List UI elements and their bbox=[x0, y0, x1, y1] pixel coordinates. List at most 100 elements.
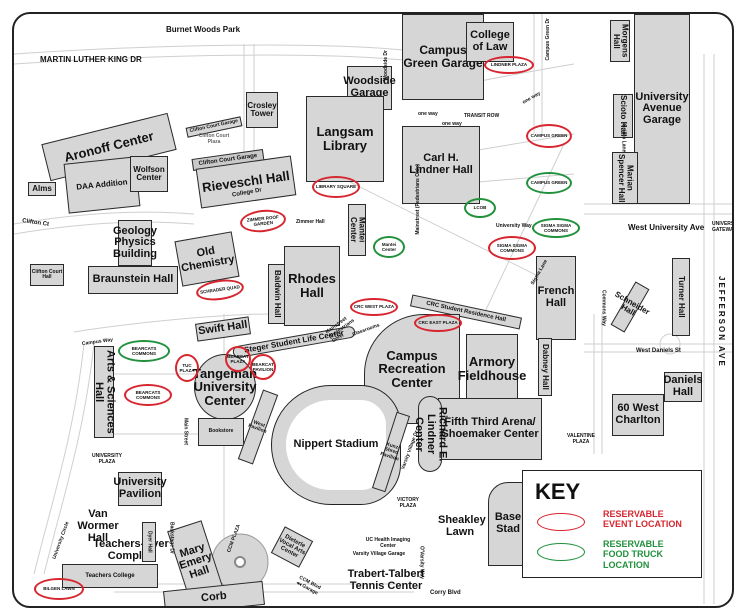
food-truck-location-campus-green[interactable]: CAMPUS GREEN bbox=[526, 172, 572, 194]
building-university-avenue-garage[interactable]: University Avenue Garage bbox=[634, 14, 690, 204]
event-location-lindner-plaza[interactable]: LINDNER PLAZA bbox=[484, 56, 534, 74]
label: Arts & Sciences Hall bbox=[93, 350, 117, 434]
label: BILGEN LAWN bbox=[43, 586, 75, 592]
building-turner-hall[interactable]: Turner Hall bbox=[672, 258, 690, 336]
building-langsam-library[interactable]: Langsam Library bbox=[306, 96, 384, 182]
label-burnet-woods-park: Burnet Woods Park bbox=[166, 25, 241, 34]
event-location-sigma-sigma-commons[interactable]: SIGMA SIGMA COMMONS bbox=[488, 236, 536, 260]
building-rhodes-hall[interactable]: Rhodes Hall bbox=[284, 246, 340, 326]
building-dyer-hall[interactable]: Dyer Hall bbox=[142, 522, 156, 562]
event-location-library-square[interactable]: LIBRARY SQUARE bbox=[312, 176, 360, 198]
food-truck-location-lcob[interactable]: LCOB bbox=[464, 198, 496, 218]
label-teachers-dyer-complex: Teachers-Dyer Complex bbox=[93, 538, 169, 563]
label: West Pavilion bbox=[247, 419, 268, 435]
event-location-crc-east-plaza[interactable]: CRC EAST PLAZA bbox=[414, 314, 462, 332]
label: CAMPUS GREEN bbox=[530, 133, 568, 139]
label: BEARCATS COMMONS bbox=[131, 345, 157, 356]
event-location-bilgen-lawn[interactable]: BILGEN LAWN bbox=[34, 578, 84, 600]
food-truck-location-sigma-sigma-commons[interactable]: SIGMA SIGMA COMMONS bbox=[532, 218, 580, 238]
label: Swift Hall bbox=[197, 318, 249, 338]
building-geology-physics[interactable]: Geology Physics Building bbox=[113, 220, 157, 266]
label: University Pavilion bbox=[113, 476, 167, 500]
building-arts-sciences-hall[interactable]: Arts & Sciences Hall bbox=[93, 346, 117, 438]
label: Mantei Center bbox=[381, 241, 397, 252]
building-marian-spencer-hall[interactable]: Marian Spencer Hall bbox=[612, 152, 638, 204]
building-crosley-tower[interactable]: Crosley Tower bbox=[246, 92, 278, 128]
label-university-gateway: UNIVERSITY GATEWAY bbox=[712, 221, 734, 233]
building-alms[interactable]: Alms bbox=[28, 182, 56, 196]
label: SIGMA SIGMA COMMONS bbox=[540, 222, 572, 233]
label: Turner Hall bbox=[677, 276, 687, 318]
label: Old Chemistry bbox=[180, 245, 236, 275]
event-location-bearcats-commons[interactable]: BEARCATS COMMONS bbox=[124, 384, 172, 406]
label: CRC WEST PLAZA bbox=[353, 304, 395, 310]
food-truck-location-bearcats-commons[interactable]: BEARCATS COMMONS bbox=[118, 340, 170, 362]
building-braunstein-hall[interactable]: Braunstein Hall bbox=[88, 266, 178, 294]
building-baseball-stadium[interactable]: Base Stad bbox=[488, 482, 528, 566]
label: ZIMMER ROOF GARDEN bbox=[246, 213, 279, 227]
food-truck-location-mantei-center[interactable]: Mantei Center bbox=[373, 236, 405, 258]
label: BEARCAT PAVILION bbox=[252, 361, 274, 372]
label: Fifth Third Arena/ Shoemaker Center bbox=[441, 416, 539, 440]
building-richard-lindner-center[interactable]: Richard E. Lindner Center bbox=[413, 396, 448, 472]
building-fifth-third-arena[interactable]: Fifth Third Arena/ Shoemaker Center bbox=[438, 398, 542, 460]
building-university-pavilion[interactable]: University Pavilion bbox=[113, 472, 167, 506]
campus-map[interactable]: Campus Green Garage College of Law Morge… bbox=[12, 12, 734, 608]
label: TUC PLAZA bbox=[179, 362, 195, 373]
building-60-west-charlton[interactable]: 60 West Charlton bbox=[612, 394, 664, 436]
building-morgens-hall[interactable]: Morgens Hall bbox=[610, 20, 630, 62]
label-sheakley-lawn: Sheakley Lawn bbox=[438, 514, 486, 539]
event-location-campus-green[interactable]: CAMPUS GREEN bbox=[526, 124, 572, 148]
label: SCHRADER QUAD bbox=[199, 284, 241, 296]
label: Dieterle Vocal Arts Center bbox=[277, 533, 307, 560]
label-main-street: Main Street bbox=[182, 418, 189, 445]
building-carl-lindner-hall[interactable]: Carl H. Lindner Hall bbox=[402, 126, 480, 204]
event-location-bearcat-plaza[interactable]: BEARCAT PLAZA bbox=[225, 346, 251, 372]
event-location-bearcat-pavilion[interactable]: BEARCAT PAVILION bbox=[250, 354, 276, 380]
label: Corb bbox=[200, 589, 228, 605]
label-campus-green-dr: Campus Green Dr bbox=[545, 18, 551, 61]
label: Nippert Stadium bbox=[293, 438, 379, 451]
event-location-crc-west-plaza[interactable]: CRC WEST PLAZA bbox=[350, 298, 398, 316]
label: Teachers College bbox=[85, 572, 135, 579]
building-armory-fieldhouse[interactable]: Armory Fieldhouse bbox=[458, 334, 526, 404]
building-scioto-hall[interactable]: Scioto Hall bbox=[613, 94, 633, 138]
key-title: KEY bbox=[535, 479, 581, 504]
key-food-truck-label: RESERVABLE FOOD TRUCK LOCATION bbox=[603, 539, 701, 570]
building-daniels-hall[interactable]: Daniels Hall bbox=[663, 372, 703, 402]
label: Schneider Hall bbox=[613, 289, 652, 318]
label: College of Law bbox=[470, 29, 510, 53]
key-event-line2: EVENT LOCATION bbox=[603, 519, 682, 530]
label-woodside-dr: Woodside Dr bbox=[383, 50, 389, 81]
label-varsity-village-garage: Varsity Village Garage bbox=[352, 551, 406, 557]
building-bookstore[interactable]: Bookstore bbox=[198, 418, 244, 446]
label-trabert-talbert: Trabert-Talbert Tennis Center bbox=[347, 568, 425, 593]
building-daa-addition[interactable]: DAA Addition bbox=[63, 156, 141, 214]
event-location-tuc-plaza[interactable]: TUC PLAZA bbox=[175, 354, 199, 382]
label: Campus Green Garage bbox=[403, 43, 483, 70]
label: Armory Fieldhouse bbox=[457, 354, 527, 383]
label-one-way-1: one way bbox=[418, 111, 438, 117]
label-commons-way: Commons Way bbox=[600, 290, 607, 326]
building-woodside-garage[interactable]: Woodside Garage bbox=[343, 66, 396, 110]
building-mantei-center[interactable]: Mantei Center bbox=[348, 204, 366, 256]
label: BEARCATS COMMONS bbox=[135, 389, 161, 400]
label: DAA Addition bbox=[75, 177, 128, 192]
event-oval-icon bbox=[537, 513, 585, 531]
building-french-hall[interactable]: French Hall bbox=[536, 256, 576, 340]
building-wolfson-center[interactable]: Wolfson Center bbox=[130, 156, 168, 192]
label: LINDNER PLAZA bbox=[490, 62, 528, 68]
food-truck-oval-icon bbox=[537, 543, 585, 561]
label: Alms bbox=[32, 183, 52, 193]
label: Baldwin Hall bbox=[273, 270, 283, 318]
label-mlk-dr: MARTIN LUTHER KING DR bbox=[40, 55, 142, 64]
label-valentine-plaza: VALENTINE PLAZA bbox=[567, 433, 595, 445]
label-backstage-dr: Backstage Dr bbox=[168, 522, 175, 554]
label: Woodside Garage bbox=[343, 75, 396, 99]
label: Morgens Hall bbox=[612, 24, 630, 58]
label-mainstreet-ped-north: Mainstreet (Pedestrians Only) bbox=[415, 164, 421, 235]
building-dabney-hall[interactable]: Dabney Hall bbox=[538, 338, 552, 396]
building-clifton-court-hall[interactable]: Clifton Court Hall bbox=[30, 264, 64, 286]
label: Braunstein Hall bbox=[92, 273, 174, 286]
label: Tangeman University Center bbox=[192, 365, 258, 408]
